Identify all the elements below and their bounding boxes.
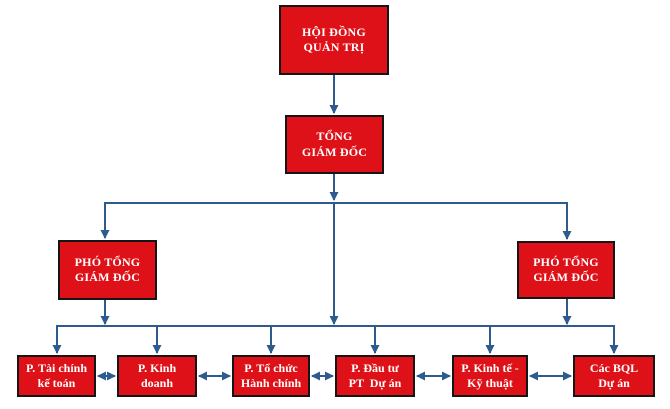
node-label-line: P. Đầu tư [351,360,399,375]
node-label-line: P. Tài chính [25,360,88,375]
node-label-line: GIÁM ĐỐC [74,270,141,284]
node-label-line: P. Kinh tế - [461,360,519,375]
node-label-line: QUẢN TRỊ [303,40,365,54]
node-business-dept: P. Kinh doanh [117,355,197,397]
node-label-line: GIÁM ĐỐC [533,270,599,284]
node-organization-administration-dept: P. Tổ chức Hành chính [232,355,310,397]
node-label-line: HỘI ĐỒNG [302,24,366,39]
node-label-line: P. Kinh [137,360,177,375]
node-label-line: Các BQL [589,360,639,375]
node-label-line: PHÓ TỔNG [74,254,141,269]
node-finance-accounting-dept: P. Tài chính kế toán [17,355,96,397]
node-label-line: Hành chính [240,376,302,390]
node-investment-project-development-dept: P. Đầu tư PT Dự án [335,355,415,397]
node-project-management-boards: Các BQL Dự án [573,355,655,397]
node-label-line: Dự án [598,376,630,390]
node-deputy-general-director-right: PHÓ TỔNG GIÁM ĐỐC [517,241,615,299]
node-label-line: PT Dự án [348,376,402,390]
node-economics-engineering-dept: P. Kinh tế - Kỹ thuật [452,355,528,397]
node-label-line: TỔNG [316,129,353,144]
node-label-line: Kỹ thuật [467,376,513,390]
node-general-director: TỔNG GIÁM ĐỐC [285,115,384,174]
node-label-line: doanh [140,376,174,390]
node-label-line: GIÁM ĐỐC [301,144,368,159]
node-board-of-directors: HỘI ĐỒNG QUẢN TRỊ [279,5,389,75]
node-label-line: PHÓ TỔNG [533,254,599,269]
node-label-line: P. Tổ chức [244,360,298,375]
node-deputy-general-director-left: PHÓ TỔNG GIÁM ĐỐC [58,240,157,300]
node-label-line: kế toán [37,376,76,390]
